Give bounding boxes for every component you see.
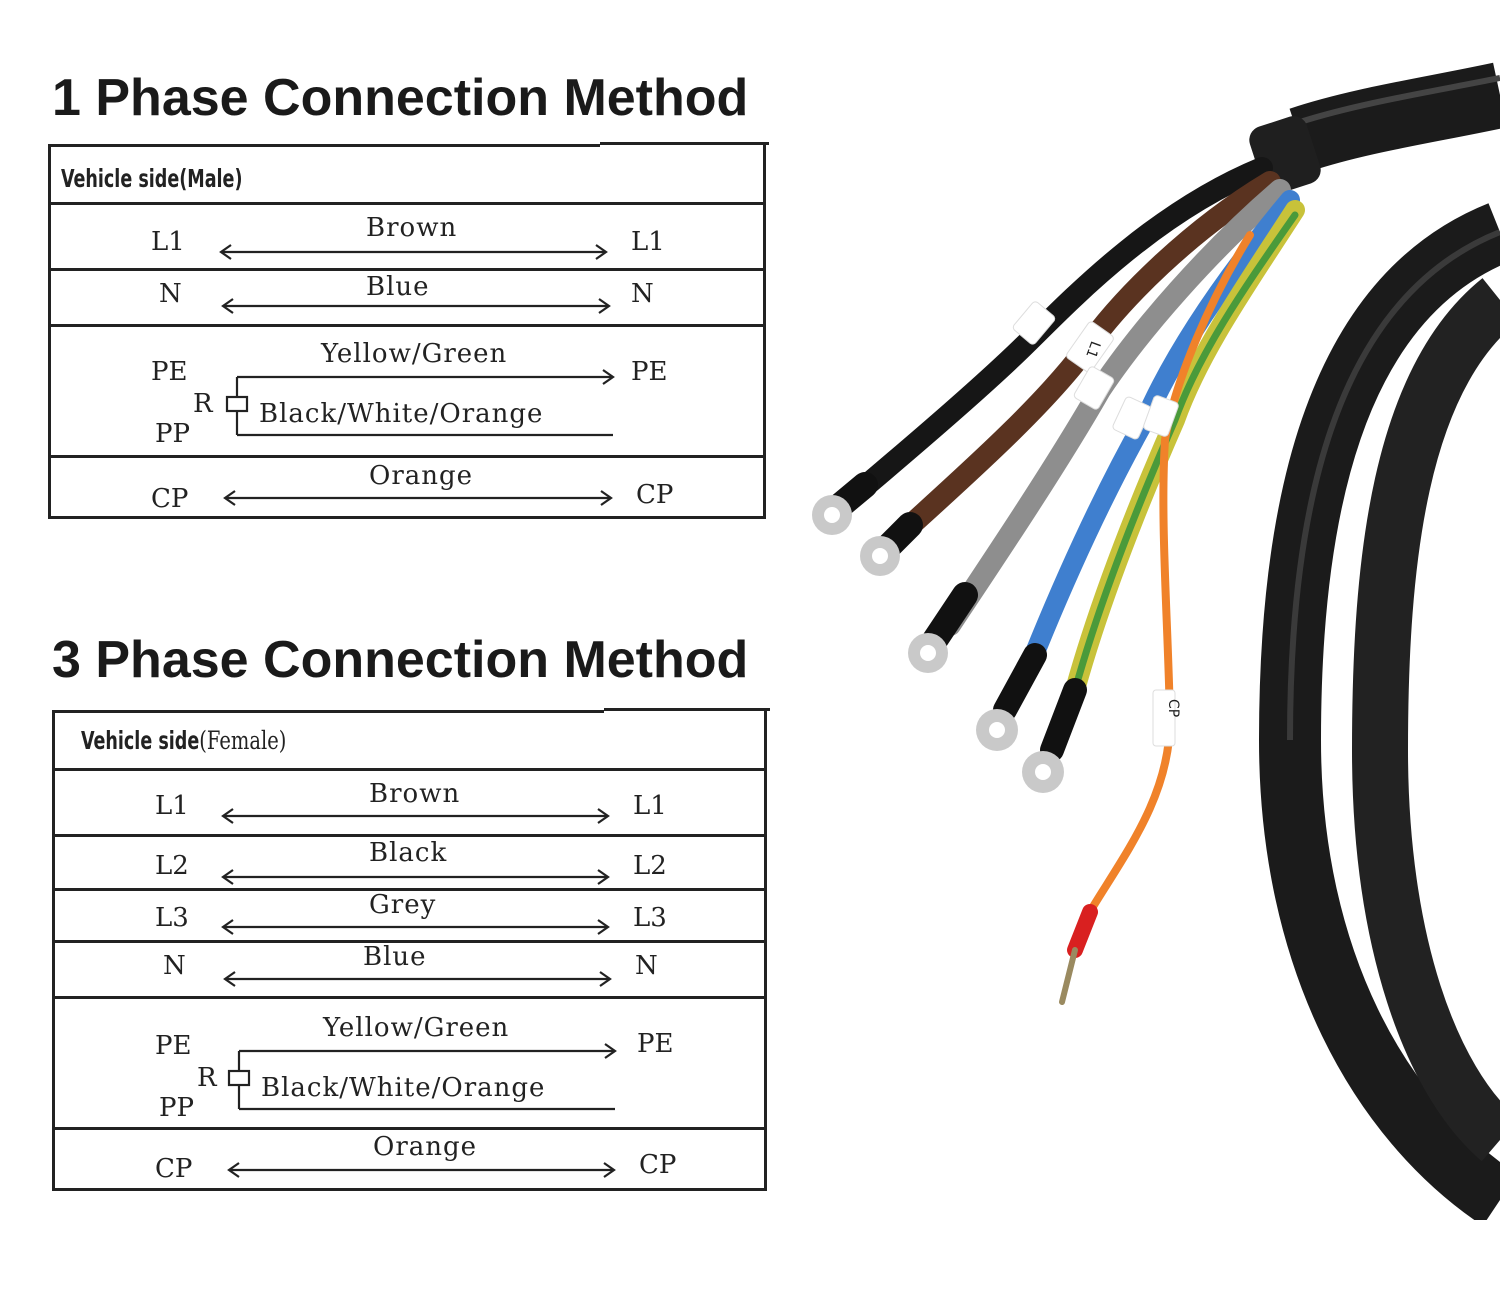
wire-row-l2: L2 Black L2 — [55, 834, 764, 888]
wire-color-label-top: Yellow/Green — [321, 339, 508, 369]
vehicle-side-header: Vehicle side(Female) — [81, 726, 287, 755]
right-pin-label: PE — [631, 357, 668, 387]
left-pin-label-pe: PE — [155, 1031, 192, 1061]
table-header-row: Vehicle side(Female) — [55, 710, 764, 768]
double-arrow — [223, 490, 613, 506]
left-pin-label-pp: PP — [159, 1093, 194, 1123]
wire-color-label-bottom: Black/White/Orange — [261, 1073, 546, 1103]
left-pin-label: N — [159, 279, 182, 309]
double-arrow — [221, 919, 610, 935]
cable-coil — [1258, 203, 1500, 1220]
left-pin-label-pe: PE — [151, 357, 188, 387]
double-arrow — [221, 808, 610, 824]
left-pin-label: N — [163, 951, 186, 981]
one-phase-title: 1 Phase Connection Method — [52, 69, 749, 127]
wire-color-label: Black — [369, 838, 448, 868]
right-pin-label: PE — [637, 1029, 674, 1059]
table-header-row: Vehicle side(Male) — [51, 144, 763, 202]
left-pin-label: L2 — [155, 851, 189, 881]
right-pin-label: L2 — [633, 851, 667, 881]
right-pin-label: CP — [639, 1150, 677, 1180]
double-arrow — [221, 298, 611, 314]
three-phase-title: 3 Phase Connection Method — [52, 631, 749, 689]
wire-color-label: Brown — [369, 779, 461, 809]
wire-label-sleeves — [1012, 301, 1179, 747]
double-arrow — [219, 244, 608, 260]
double-arrow — [223, 971, 612, 987]
wire-row-l1: L1 Brown L1 — [55, 768, 764, 834]
wire-color-label-top: Yellow/Green — [323, 1013, 510, 1043]
wire-color-label: Blue — [366, 272, 430, 302]
right-pin-label: L1 — [631, 227, 665, 257]
wire-row-cp: CP Orange CP — [55, 1127, 764, 1191]
left-pin-label-pp: PP — [155, 419, 190, 449]
wire-color-label-bottom: Black/White/Orange — [259, 399, 544, 429]
three-phase-wiring-table: Vehicle side(Female) L1 Brown L1 L2 Blac… — [52, 708, 770, 1191]
resistor-circuit — [227, 1043, 617, 1111]
wire-row-pe-pp: PE PP R Yellow/Green Black/White/Orange … — [51, 324, 763, 455]
double-arrow — [227, 1162, 616, 1178]
left-pin-label: CP — [151, 484, 189, 514]
left-pin-label: L1 — [151, 227, 185, 257]
right-pin-label: N — [635, 951, 658, 981]
vehicle-side-header: Vehicle side(Male) — [61, 164, 243, 193]
wire-row-l3: L3 Grey L3 — [55, 888, 764, 940]
left-pin-label: L1 — [155, 791, 189, 821]
right-pin-label: L3 — [633, 903, 667, 933]
cable-jacket — [1249, 62, 1500, 194]
right-pin-label: L1 — [633, 791, 667, 821]
double-arrow — [221, 869, 610, 885]
tag-cp: CP — [1165, 699, 1181, 717]
resistor-label: R — [197, 1063, 217, 1093]
tag-l1: L1 — [1082, 339, 1103, 360]
one-phase-wiring-table: Vehicle side(Male) L1 Brown L1 N Blue N … — [48, 142, 769, 519]
wire-color-label: Grey — [369, 890, 437, 920]
wire-row-pe-pp: PE PP R Yellow/Green Black/White/Orange … — [55, 996, 764, 1127]
wire-row-n: N Blue N — [55, 940, 764, 996]
right-pin-label: N — [631, 279, 654, 309]
wire-row-l1: L1 Brown L1 — [51, 202, 763, 268]
charging-cable-photo: L1 CP — [812, 62, 1500, 1220]
wire-row-n: N Blue N — [51, 268, 763, 324]
wire-color-label: Orange — [373, 1132, 478, 1162]
cable-wires — [844, 157, 1305, 924]
wire-color-label: Orange — [369, 461, 474, 491]
ring-terminals — [812, 472, 1098, 1005]
resistor-label: R — [193, 389, 213, 419]
wire-color-label: Blue — [363, 942, 427, 972]
left-pin-label: L3 — [155, 903, 189, 933]
right-pin-label: CP — [636, 480, 674, 510]
left-pin-label: CP — [155, 1154, 193, 1184]
wire-color-label: Brown — [366, 213, 458, 243]
wire-row-cp: CP Orange CP — [51, 455, 763, 519]
resistor-circuit — [225, 369, 615, 437]
